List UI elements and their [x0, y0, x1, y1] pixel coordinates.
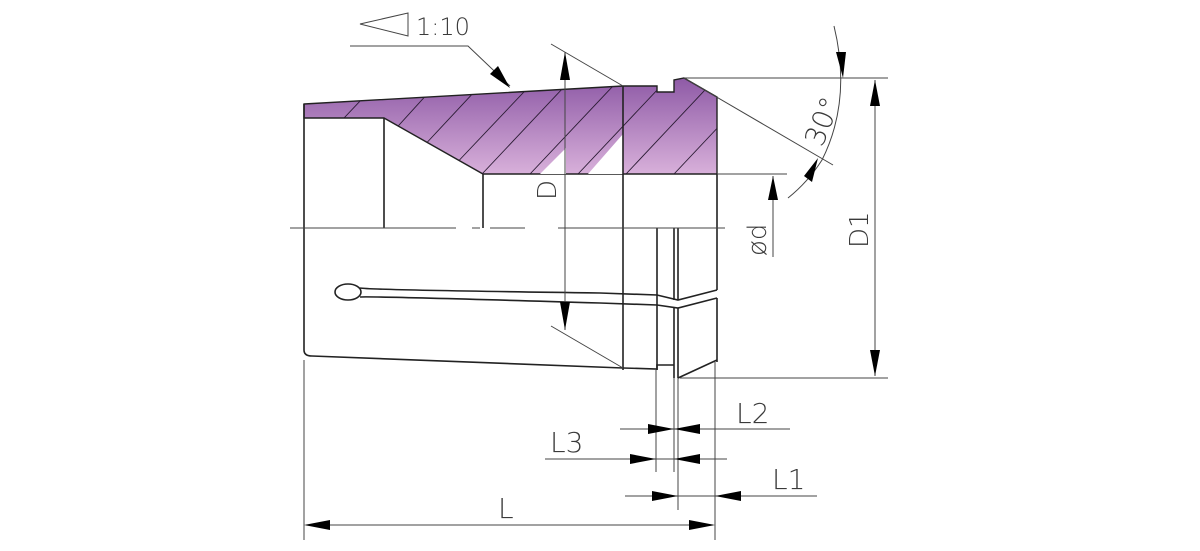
dimension-label-D: D: [533, 180, 563, 200]
dimension-phi-d: ød: [717, 173, 787, 257]
dimension-label-L: L: [498, 492, 514, 525]
dimension-L: L: [303, 360, 716, 540]
dimension-D: D: [533, 43, 624, 369]
dimension-D1: D1: [680, 77, 888, 379]
dimension-label-L2: L2: [736, 397, 769, 430]
dimension-label-D1: D1: [845, 211, 875, 248]
dimension-label-phi-d: ød: [743, 224, 773, 256]
dimension-label-L1: L1: [772, 463, 805, 496]
taper-note: 1:10: [350, 12, 511, 88]
dimension-L-small: L2 L3 L1: [545, 370, 817, 510]
dimension-label-L3: L3: [550, 426, 583, 459]
section-hatched-area: [303, 77, 718, 175]
taper-triangle-icon: [359, 12, 409, 37]
taper-ratio-label: 1:10: [416, 13, 470, 41]
collet-body-outline: [303, 104, 718, 379]
